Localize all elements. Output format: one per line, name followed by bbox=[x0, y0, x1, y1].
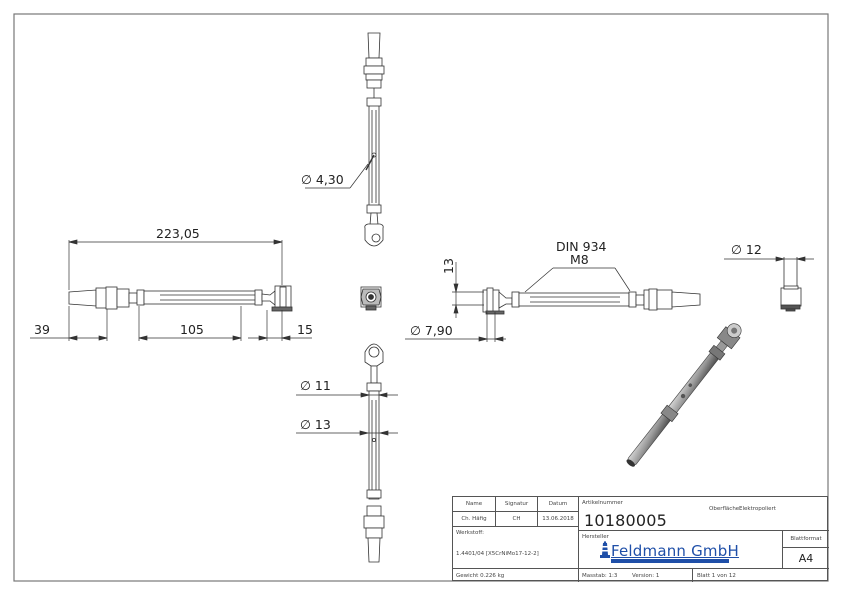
manufacturer-name: Feldmann GmbH bbox=[611, 542, 739, 560]
signature-header: Signatur bbox=[496, 497, 538, 512]
side-view-right bbox=[780, 257, 802, 312]
dim-fork-pin-diameter-label: ∅ 7,90 bbox=[410, 323, 453, 338]
sheet-format-value: A4 bbox=[783, 548, 829, 569]
front-view-right bbox=[482, 287, 701, 315]
dim-swage-length-label: 39 bbox=[34, 322, 50, 337]
article-number: 10180005 bbox=[584, 511, 668, 530]
manufacturer-logo: Feldmann GmbH bbox=[599, 541, 739, 559]
dim-end-diameter-label: ∅ 12 bbox=[731, 242, 762, 257]
dimension-pin-diameter: ∅ 4,30 bbox=[301, 163, 369, 189]
sheet-format-label: Blattformat bbox=[783, 531, 829, 548]
scale: Masstab: 1:3 bbox=[582, 572, 618, 579]
dim-pin-diameter-label: ∅ 4,30 bbox=[301, 172, 344, 187]
dim-fork-width-label: 15 bbox=[297, 322, 313, 337]
author-date: 13.06.2018 bbox=[538, 512, 579, 527]
dimension-fork-width: 15 bbox=[248, 310, 313, 341]
dim-body-diameter-label: ∅ 13 bbox=[300, 417, 331, 432]
material-value: 1.4401/04 [X5CrNiMo17-12-2] bbox=[456, 551, 539, 557]
bottom-view-vertical bbox=[363, 343, 385, 563]
thread-callout-din: DIN 934 bbox=[556, 239, 607, 254]
dim-fork-height-label: 13 bbox=[441, 258, 456, 274]
author-name: Ch. Häfig bbox=[453, 512, 496, 527]
top-view-vertical bbox=[363, 32, 385, 247]
surface-label: Oberfläche: bbox=[709, 506, 742, 512]
dimension-fork-pin-diameter: ∅ 7,90 bbox=[405, 312, 506, 342]
dim-body-length-label: 105 bbox=[180, 322, 204, 337]
article-cell: Artikelnummer 10180005 Oberfläche: Elekt… bbox=[579, 497, 829, 531]
dimension-swage-length: 39 bbox=[30, 306, 108, 341]
sheet-number: Blatt 1 von 12 bbox=[697, 572, 736, 579]
dim-overall-length-label: 223,05 bbox=[156, 226, 200, 241]
front-view-left bbox=[68, 285, 293, 312]
thread-callout-size: M8 bbox=[570, 252, 589, 267]
end-view-center bbox=[360, 286, 382, 311]
lighthouse-icon bbox=[600, 541, 610, 558]
thread-callout: DIN 934 M8 bbox=[524, 239, 631, 293]
isometric-view bbox=[626, 323, 742, 467]
dimension-nut-diameter: ∅ 11 bbox=[296, 378, 398, 398]
article-label: Artikelnummer bbox=[582, 500, 623, 506]
title-block: Name Signatur Datum Ch. Häfig CH 13.06.2… bbox=[452, 496, 829, 582]
manufacturer-cell: Hersteller Feldmann GmbH bbox=[579, 531, 783, 569]
surface-value: Elektropoliert bbox=[739, 506, 776, 512]
dim-nut-diameter-label: ∅ 11 bbox=[300, 378, 331, 393]
logo-tagline-bar bbox=[611, 559, 729, 563]
drawing-frame bbox=[13, 13, 829, 582]
dimension-fork-height: 13 bbox=[441, 258, 484, 318]
weight: Gewicht 0.226 kg bbox=[453, 569, 579, 582]
dimension-body-length: 105 bbox=[138, 306, 242, 341]
author-signature: CH bbox=[496, 512, 538, 527]
material-label: Werkstoff: bbox=[456, 530, 484, 536]
date-header: Datum bbox=[538, 497, 579, 512]
version: Version: 1 bbox=[629, 569, 693, 582]
material-cell: Werkstoff: 1.4401/04 [X5CrNiMo17-12-2] bbox=[453, 527, 579, 569]
dimension-body-diameter: ∅ 13 bbox=[296, 417, 398, 436]
name-header: Name bbox=[453, 497, 496, 512]
dimension-overall-length: 223,05 bbox=[68, 226, 283, 290]
dimension-end-diameter: ∅ 12 bbox=[724, 242, 814, 262]
manufacturer-label: Hersteller bbox=[582, 534, 609, 540]
